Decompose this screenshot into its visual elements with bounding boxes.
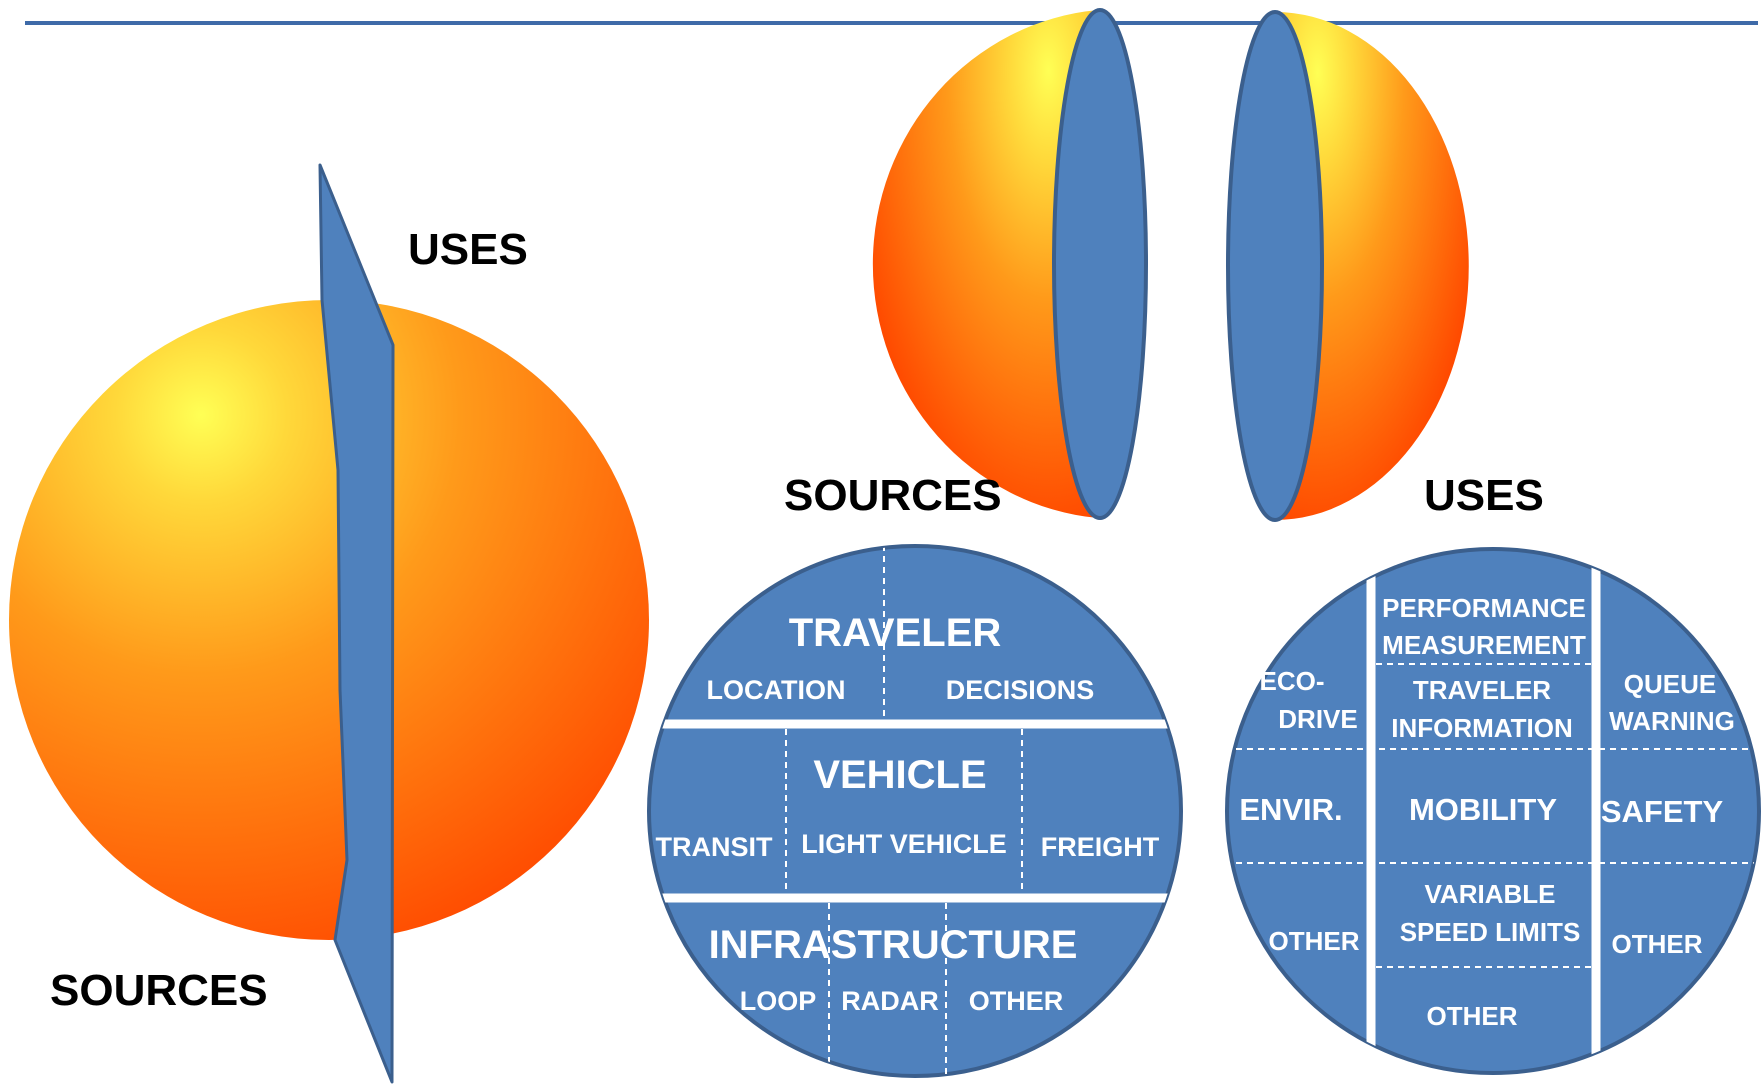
uses-disc: ECO- DRIVE ENVIR. OTHER PERFORMANCE MEAS… (1225, 547, 1761, 1075)
uses-left-other: OTHER (1269, 926, 1360, 956)
right-hemisphere (1275, 12, 1469, 520)
left-hemisphere-face (1052, 8, 1148, 520)
uses-eco-line2: DRIVE (1278, 704, 1357, 734)
uses-perf-line1: PERFORMANCE (1382, 593, 1586, 623)
uses-mobility-title: MOBILITY (1409, 792, 1557, 827)
left-hemisphere (872, 10, 1098, 518)
left-uses-label: USES (408, 225, 528, 274)
uses-queue-line1: QUEUE (1624, 669, 1716, 699)
uses-vsl-line2: SPEED LIMITS (1400, 917, 1581, 947)
left-sources-label: SOURCES (50, 966, 268, 1015)
traveler-title: TRAVELER (789, 611, 1002, 655)
slicing-plane (318, 163, 395, 1084)
uses-dividers (1227, 549, 1759, 1073)
sources-dividers (649, 546, 1181, 1076)
uses-eco-line1: ECO- (1260, 666, 1325, 696)
left-sphere (9, 300, 649, 940)
vehicle-light: LIGHT VEHICLE (801, 829, 1007, 859)
infra-radar: RADAR (841, 986, 939, 1016)
uses-vsl-line1: VARIABLE (1425, 879, 1556, 909)
infra-other: OTHER (969, 986, 1064, 1016)
uses-envir-title: ENVIR. (1239, 792, 1342, 827)
infra-loop: LOOP (740, 986, 817, 1016)
traveler-location: LOCATION (707, 675, 846, 705)
uses-trav-line1: TRAVELER (1413, 675, 1551, 705)
vehicle-freight: FREIGHT (1041, 832, 1160, 862)
uses-center-other: OTHER (1427, 1001, 1518, 1031)
split-sphere (872, 8, 1469, 522)
traveler-decisions: DECISIONS (946, 675, 1095, 705)
uses-perf-line2: MEASUREMENT (1382, 630, 1586, 660)
vehicle-transit: TRANSIT (656, 832, 773, 862)
uses-right-other: OTHER (1612, 929, 1703, 959)
middle-uses-label: USES (1424, 471, 1544, 520)
uses-queue-line2: WARNING (1609, 706, 1735, 736)
left-sliced-sphere (9, 163, 649, 1084)
uses-trav-line2: INFORMATION (1391, 713, 1573, 743)
middle-sources-label: SOURCES (784, 471, 1002, 520)
uses-safety-title: SAFETY (1601, 794, 1724, 829)
infrastructure-title: INFRASTRUCTURE (709, 923, 1078, 967)
sources-disc: TRAVELER LOCATION DECISIONS VEHICLE TRAN… (647, 544, 1183, 1078)
vehicle-title: VEHICLE (813, 753, 986, 797)
right-hemisphere-face (1226, 10, 1324, 522)
